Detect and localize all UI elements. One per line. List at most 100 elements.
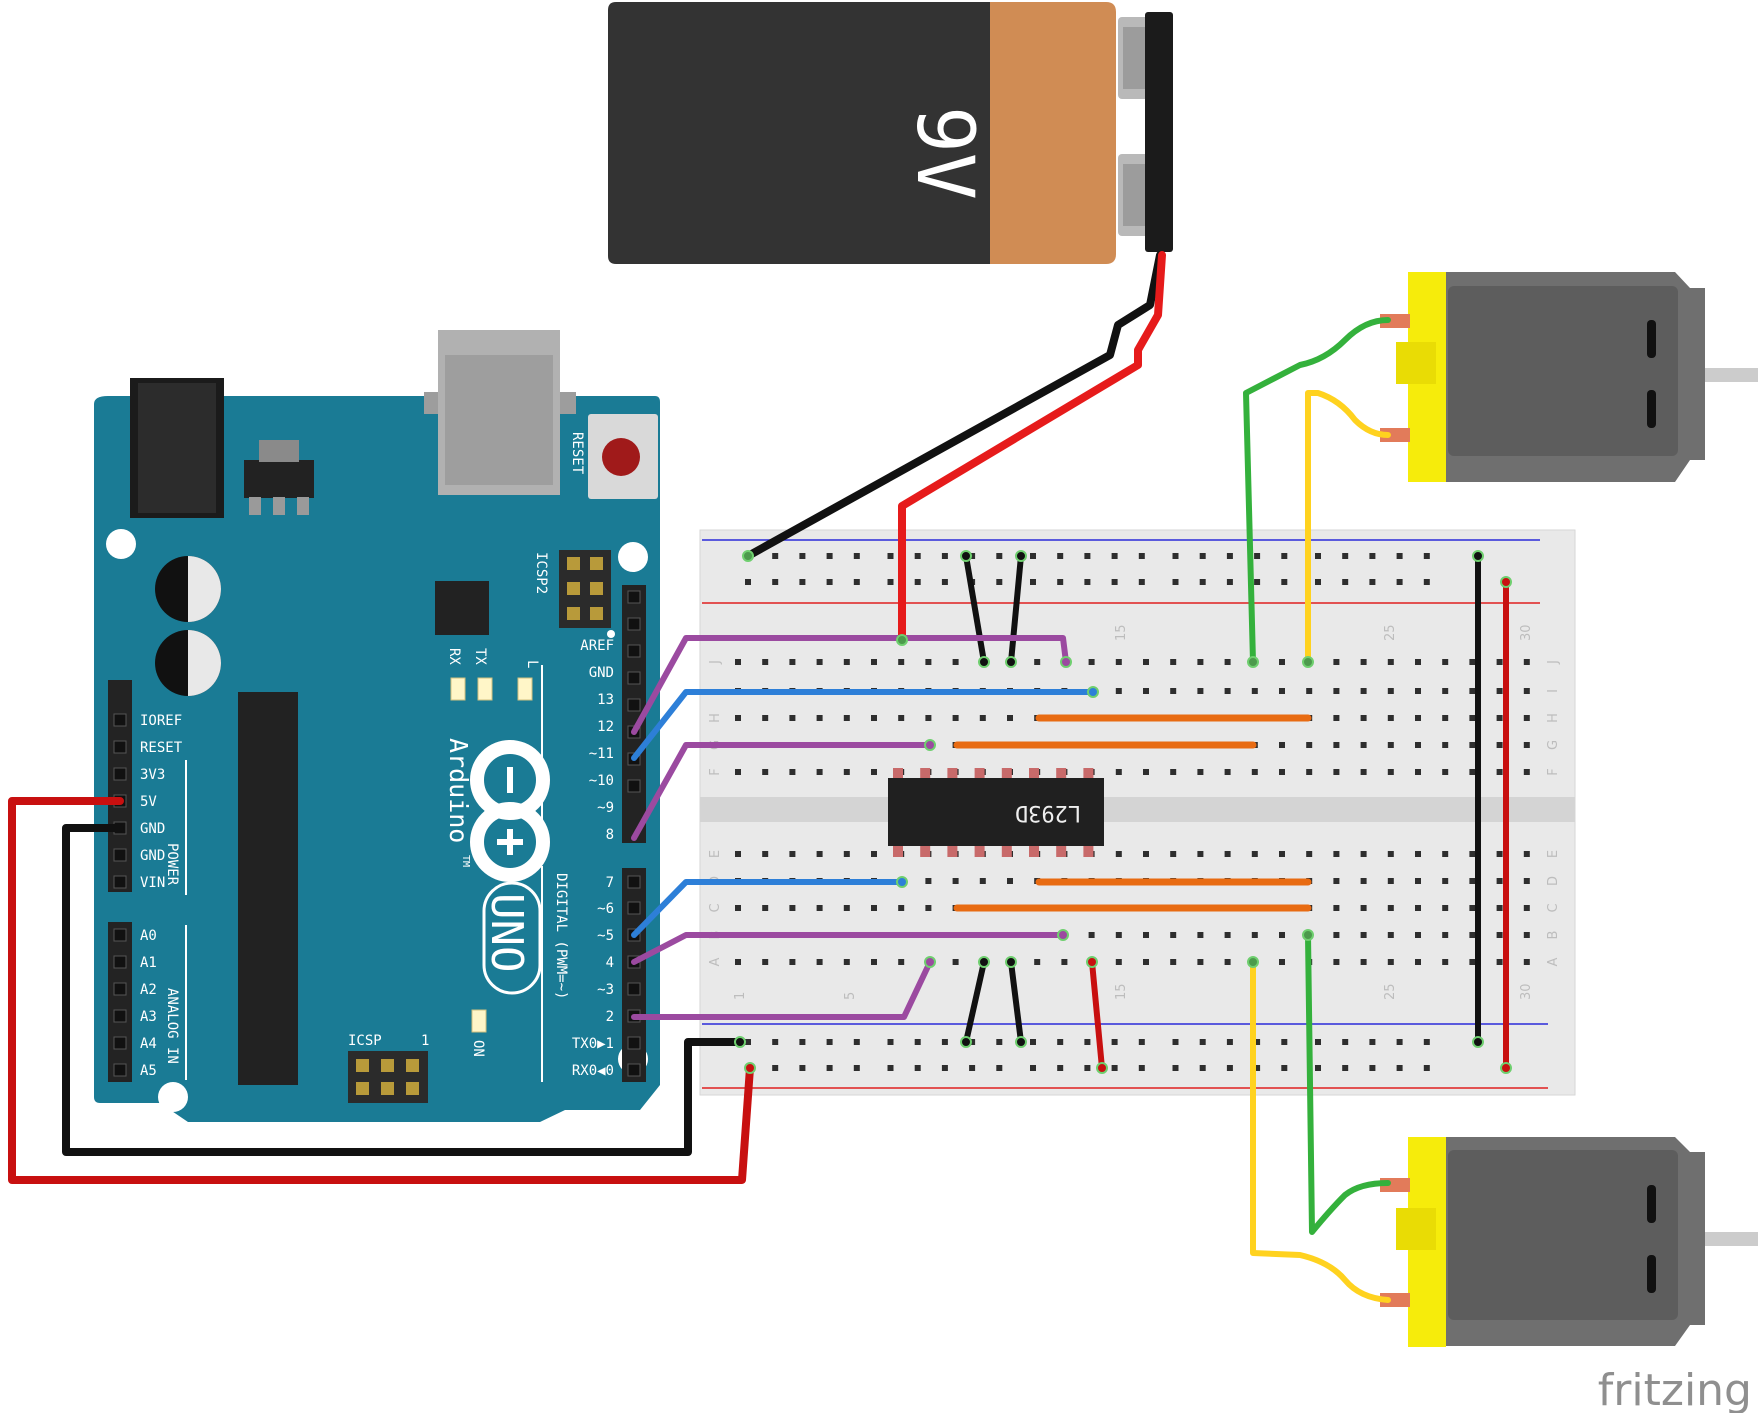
rail-hole[interactable] bbox=[1199, 1039, 1206, 1045]
breadboard-hole[interactable] bbox=[1442, 715, 1449, 721]
breadboard-hole[interactable] bbox=[952, 659, 959, 665]
header-pin[interactable] bbox=[627, 779, 641, 793]
breadboard-hole[interactable] bbox=[816, 769, 823, 775]
breadboard-hole[interactable] bbox=[762, 769, 769, 775]
breadboard-hole[interactable] bbox=[1469, 659, 1476, 665]
breadboard-hole[interactable] bbox=[952, 715, 959, 721]
rail-hole[interactable] bbox=[1254, 1039, 1261, 1045]
breadboard-hole[interactable] bbox=[1279, 769, 1285, 775]
breadboard-hole[interactable] bbox=[1143, 959, 1149, 965]
wire-endpoint[interactable] bbox=[1086, 956, 1098, 968]
breadboard-hole[interactable] bbox=[1143, 932, 1149, 938]
header-pin[interactable] bbox=[627, 982, 641, 996]
rail-hole[interactable] bbox=[826, 1039, 833, 1045]
rail-hole[interactable] bbox=[1315, 1065, 1321, 1071]
breadboard-hole[interactable] bbox=[789, 905, 796, 911]
breadboard-hole[interactable] bbox=[1387, 932, 1394, 938]
breadboard-hole[interactable] bbox=[1360, 932, 1367, 938]
breadboard-hole[interactable] bbox=[925, 659, 932, 665]
breadboard-hole[interactable] bbox=[735, 769, 741, 775]
rail-hole[interactable] bbox=[853, 1039, 860, 1045]
breadboard-hole[interactable] bbox=[843, 769, 850, 775]
breadboard-hole[interactable] bbox=[735, 959, 741, 965]
rail-hole[interactable] bbox=[1396, 579, 1403, 585]
breadboard-hole[interactable] bbox=[1279, 932, 1285, 938]
breadboard-hole[interactable] bbox=[871, 659, 877, 665]
breadboard-hole[interactable] bbox=[1523, 688, 1530, 694]
breadboard-hole[interactable] bbox=[1143, 851, 1149, 857]
breadboard-hole[interactable] bbox=[762, 715, 769, 721]
rail-hole[interactable] bbox=[1342, 1039, 1349, 1045]
breadboard-hole[interactable] bbox=[1496, 742, 1503, 748]
breadboard-hole[interactable] bbox=[843, 905, 850, 911]
breadboard-hole[interactable] bbox=[1115, 932, 1122, 938]
rail-hole[interactable] bbox=[1396, 1065, 1403, 1071]
breadboard-hole[interactable] bbox=[1415, 659, 1421, 665]
rail-hole[interactable] bbox=[914, 553, 921, 559]
breadboard-hole[interactable] bbox=[1251, 932, 1258, 938]
wire-jumper-black[interactable] bbox=[1008, 959, 1024, 1045]
rail-hole[interactable] bbox=[914, 1065, 921, 1071]
breadboard-hole[interactable] bbox=[1415, 742, 1421, 748]
breadboard-hole[interactable] bbox=[816, 905, 823, 911]
breadboard-hole[interactable] bbox=[1115, 769, 1122, 775]
wire-motor2-green[interactable] bbox=[1305, 932, 1391, 1235]
breadboard-hole[interactable] bbox=[871, 959, 877, 965]
header-pin[interactable] bbox=[627, 671, 641, 685]
breadboard-hole[interactable] bbox=[1469, 742, 1476, 748]
breadboard-hole[interactable] bbox=[1197, 932, 1204, 938]
rail-hole[interactable] bbox=[1030, 579, 1036, 585]
breadboard-hole[interactable] bbox=[1360, 769, 1367, 775]
breadboard-hole[interactable] bbox=[1224, 769, 1231, 775]
rail-hole[interactable] bbox=[996, 1065, 1003, 1071]
breadboard-hole[interactable] bbox=[952, 878, 959, 884]
breadboard-hole[interactable] bbox=[1387, 742, 1394, 748]
breadboard-hole[interactable] bbox=[1333, 851, 1340, 857]
header-pin[interactable] bbox=[113, 713, 127, 727]
rail-hole[interactable] bbox=[969, 1039, 976, 1045]
header-pin[interactable] bbox=[113, 740, 127, 754]
wire-endpoint[interactable] bbox=[734, 1036, 746, 1048]
rail-hole[interactable] bbox=[914, 579, 921, 585]
breadboard-hole[interactable] bbox=[1496, 905, 1503, 911]
breadboard-hole[interactable] bbox=[871, 905, 877, 911]
rail-hole[interactable] bbox=[799, 1039, 806, 1045]
breadboard-hole[interactable] bbox=[816, 959, 823, 965]
wire-endpoint[interactable] bbox=[1005, 656, 1017, 668]
wire-endpoint[interactable] bbox=[1472, 550, 1484, 562]
breadboard-hole[interactable] bbox=[1523, 715, 1530, 721]
breadboard-hole[interactable] bbox=[1306, 769, 1313, 775]
rail-hole[interactable] bbox=[772, 579, 779, 585]
breadboard-hole[interactable] bbox=[1415, 905, 1421, 911]
rail-hole[interactable] bbox=[1369, 553, 1376, 559]
wire-endpoint[interactable] bbox=[1057, 929, 1069, 941]
header-pin[interactable] bbox=[113, 848, 127, 862]
rail-hole[interactable] bbox=[969, 553, 976, 559]
breadboard-hole[interactable] bbox=[1170, 659, 1177, 665]
rail-hole[interactable] bbox=[1138, 1039, 1145, 1045]
breadboard-hole[interactable] bbox=[1279, 659, 1285, 665]
wire-jumper-red[interactable] bbox=[1089, 959, 1105, 1071]
breadboard-hole[interactable] bbox=[762, 851, 769, 857]
breadboard-hole[interactable] bbox=[1442, 742, 1449, 748]
rail-hole[interactable] bbox=[799, 1065, 806, 1071]
rail-hole[interactable] bbox=[914, 1039, 921, 1045]
rail-hole[interactable] bbox=[1281, 1039, 1288, 1045]
breadboard-hole[interactable] bbox=[1333, 659, 1340, 665]
rail-hole[interactable] bbox=[1111, 579, 1118, 585]
breadboard-hole[interactable] bbox=[1387, 688, 1394, 694]
breadboard-hole[interactable] bbox=[816, 715, 823, 721]
rail-hole[interactable] bbox=[969, 1065, 976, 1071]
rail-hole[interactable] bbox=[1057, 1039, 1064, 1045]
breadboard-hole[interactable] bbox=[1469, 688, 1476, 694]
breadboard-hole[interactable] bbox=[1333, 932, 1340, 938]
rail-hole[interactable] bbox=[1226, 553, 1233, 559]
breadboard-hole[interactable] bbox=[871, 769, 877, 775]
rail-hole[interactable] bbox=[1030, 1065, 1036, 1071]
breadboard-hole[interactable] bbox=[898, 959, 905, 965]
breadboard-hole[interactable] bbox=[1333, 769, 1340, 775]
header-pin[interactable] bbox=[113, 1009, 127, 1023]
rail-hole[interactable] bbox=[1172, 553, 1179, 559]
breadboard-hole[interactable] bbox=[1415, 688, 1421, 694]
breadboard-hole[interactable] bbox=[1306, 688, 1313, 694]
